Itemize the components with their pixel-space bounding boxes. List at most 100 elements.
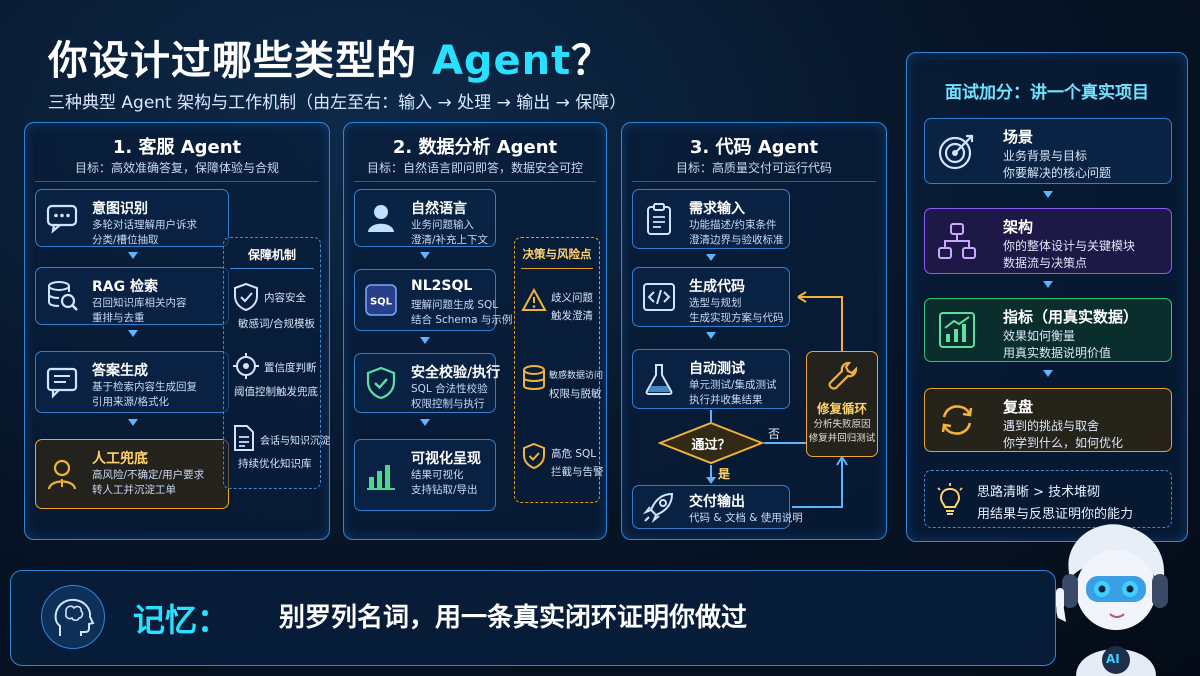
card-delivery-output: 交付输出 代码 & 文档 & 使用说明 [632, 485, 803, 529]
memory-label: 记忆： [133, 601, 230, 639]
flow-arrow [128, 419, 138, 426]
column-customer-service: 1. 客服 Agent 目标：高效准确答复，保障体验与合规 意图识别 多轮对话理… [24, 122, 330, 540]
column-data-analysis: 2. 数据分析 Agent 目标：自然语言即问即答，数据安全可控 自然语言 业务… [343, 122, 607, 540]
side-item-title: 内容安全 [264, 292, 306, 304]
card-title: 自然语言 [411, 201, 467, 217]
flow-arrow [706, 477, 716, 484]
rcard-desc: 遇到的挑战与取舍你学到什么，如何优化 [1003, 419, 1124, 450]
card-rag-retrieval: RAG 检索 召回知识库相关内容重排与去重 [35, 267, 229, 325]
card-title: 交付输出 [689, 494, 745, 510]
tip-box: 思路清晰 > 技术堆砌 用结果与反思证明你的能力 [924, 470, 1172, 528]
decision-diamond[interactable] [658, 421, 764, 465]
card-repair-loop: 修复循环 分析失败原因修复并回归测试 [806, 351, 878, 457]
side-item-title: 置信度判断 [264, 362, 317, 374]
document-icon [234, 425, 254, 451]
flow-arrow [706, 332, 716, 339]
column-goal: 目标：高效准确答复，保障体验与合规 [74, 161, 279, 175]
card-title: 生成代码 [689, 279, 745, 295]
card-auto-test: 自动测试 单元测试/集成测试执行并收集结果 [632, 349, 790, 409]
flow-arrow [128, 330, 138, 337]
lightbulb-icon [937, 483, 963, 515]
flow-arrow [1043, 281, 1053, 288]
rcard-desc: 你的整体设计与关键模块数据流与决策点 [1003, 239, 1136, 270]
card-desc: 基于检索内容生成回复引用来源/格式化 [92, 381, 197, 408]
card-natural-language: 自然语言 业务问题输入澄清/补充上下文 [354, 189, 496, 247]
card-desc: SQL 合法性校验权限控制与执行 [411, 383, 488, 410]
bar-chart-icon [367, 465, 395, 490]
refresh-icon [941, 405, 973, 435]
card-desc: 单元测试/集成测试执行并收集结果 [689, 379, 777, 406]
column-goal: 目标：高质量交付可运行代码 [675, 161, 832, 175]
loop-connectors [764, 291, 848, 508]
user-icon [368, 205, 394, 232]
architecture-icon [938, 223, 976, 259]
side-item-title: 高危 SQL [551, 448, 597, 460]
card-requirement-input: 需求输入 功能描述/约束条件澄清边界与验收标准 [632, 189, 790, 249]
rcard-title: 场景 [1003, 128, 1034, 146]
shield-check-icon [366, 366, 396, 400]
column-code-agent: 3. 代码 Agent 目标：高质量交付可运行代码 需求输入 功能描述/约束条件… [621, 122, 887, 540]
decision-label: 通过？ [691, 438, 731, 453]
card-title: 可视化呈现 [411, 451, 481, 467]
tip-line2: 用结果与反思证明你的能力 [977, 507, 1134, 522]
rcard-review: 复盘 遇到的挑战与取舍你学到什么，如何优化 [924, 388, 1172, 452]
card-desc: 功能描述/约束条件澄清边界与验收标准 [689, 219, 784, 246]
warning-icon [521, 288, 547, 311]
brain-badge [41, 585, 105, 649]
side-item-desc: 持续优化知识库 [238, 458, 312, 470]
card-desc: 结果可视化支持钻取/导出 [411, 469, 478, 496]
database-icon [523, 365, 545, 390]
card-title: 意图识别 [92, 201, 148, 217]
robot-mascot-illustration [1056, 524, 1168, 676]
crosshair-icon [233, 353, 259, 379]
card-desc: 高风险/不确定/用户要求转人工并沉淀工单 [92, 469, 205, 496]
card-title: 安全校验/执行 [411, 365, 501, 381]
side-item-desc: 权限与脱敏 [549, 388, 602, 400]
column-title: 3. 代码 Agent [689, 137, 819, 158]
person-icon [47, 459, 77, 490]
rcard-title: 指标（用真实数据） [1003, 308, 1139, 326]
sql-icon: SQL [365, 284, 397, 316]
flow-arrow [1043, 370, 1053, 377]
flow-arrow [420, 337, 430, 344]
page-title: 你设计过哪些类型的 Agent？ [48, 38, 613, 84]
flow-arrow [420, 252, 430, 259]
clipboard-icon [647, 203, 671, 235]
memory-bar: 记忆： 别罗列名词，用一条真实闭环证明你做过 [10, 570, 1056, 666]
column-title: 2. 数据分析 Agent [392, 137, 558, 158]
message-icon [46, 367, 78, 399]
decision-yes: 是 [718, 467, 731, 481]
side-item-desc: 敏感词/合规模板 [238, 318, 316, 330]
loop-title: 修复循环 [816, 401, 867, 416]
card-title: 自动测试 [689, 361, 745, 377]
card-title: 需求输入 [689, 201, 745, 217]
column-goal: 目标：自然语言即问即答，数据安全可控 [366, 161, 583, 175]
flow-arrow [128, 252, 138, 259]
shield-icon [234, 282, 258, 312]
card-title: RAG 检索 [92, 279, 158, 295]
card-code-generation: 生成代码 选型与规划生成实现方案与代码 [632, 267, 790, 327]
rocket-icon [642, 492, 674, 524]
rcard-desc: 业务背景与目标你要解决的核心问题 [1003, 149, 1112, 180]
card-desc: 业务问题输入澄清/补充上下文 [411, 219, 489, 246]
side-title: 决策与风险点 [522, 247, 592, 261]
card-human-fallback: 人工兜底 高风险/不确定/用户要求转人工并沉淀工单 [35, 439, 229, 509]
side-decision-risk: 决策与风险点 歧义问题 触发澄清 敏感数据访问 权限与脱敏 高危 SQL 拦截与… [514, 237, 604, 503]
svg-text:SQL: SQL [370, 297, 393, 308]
tip-line1: 思路清晰 > 技术堆砌 [977, 485, 1101, 500]
card-desc: 代码 & 文档 & 使用说明 [689, 512, 803, 524]
side-title: 保障机制 [247, 248, 296, 262]
side-item-desc: 拦截与告警 [551, 466, 604, 478]
flow-line [710, 410, 712, 422]
rcard-metrics: 指标（用真实数据） 效果如何衡量用真实数据说明价值 [924, 298, 1172, 362]
code-icon [643, 283, 675, 311]
flow-arrow [1043, 191, 1053, 198]
robot-badge-text: AI [1106, 652, 1120, 666]
card-desc: 召回知识库相关内容重排与去重 [92, 297, 187, 324]
card-security-check: 安全校验/执行 SQL 合法性校验权限控制与执行 [354, 353, 500, 413]
flow-arrow [706, 254, 716, 261]
card-answer-generation: 答案生成 基于检索内容生成回复引用来源/格式化 [35, 351, 229, 413]
wrench-icon [828, 361, 858, 390]
side-item-title: 歧义问题 [551, 292, 593, 304]
